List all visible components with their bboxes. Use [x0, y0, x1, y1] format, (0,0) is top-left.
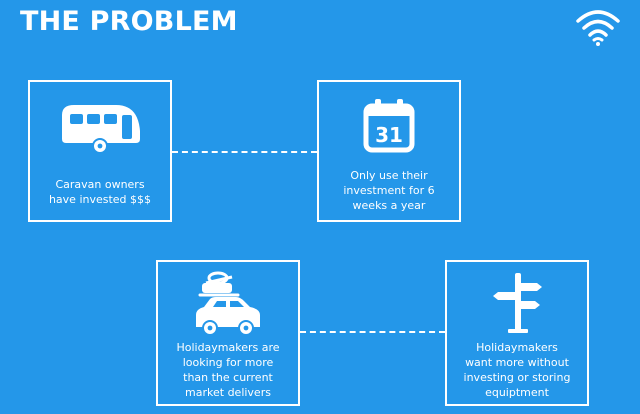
card-text-line: looking for more [182, 356, 274, 369]
card-text: Only use their investment for 6 weeks a … [323, 168, 455, 213]
card-text-line: weeks a year [352, 199, 426, 212]
card-text-line: investment for 6 [343, 184, 435, 197]
slide-title: THE PROBLEM [20, 6, 238, 37]
card-text-line: equiptment [485, 386, 549, 399]
dashed-connector-top [172, 151, 317, 153]
card-text-line: Only use their [350, 169, 428, 182]
wifi-arc-logo-icon [576, 10, 620, 46]
card-text-line: than the current [183, 371, 273, 384]
dashed-connector-bottom [300, 331, 445, 333]
card-text: Caravan owners have invested $$$ [34, 177, 166, 207]
card-text-line: have invested $$$ [48, 193, 152, 206]
problem-card-holidaymakers-demand: Holidaymakers are looking for more than … [156, 260, 300, 406]
card-text-line: Caravan owners [55, 178, 145, 191]
card-text-line: want more without [465, 356, 569, 369]
card-text: Holidaymakers are looking for more than … [162, 340, 294, 400]
card-text-line: investing or storing [463, 371, 571, 384]
calendar-icon: 31 [363, 99, 415, 153]
problem-card-usage: 31 Only use their investment for 6 weeks… [317, 80, 461, 222]
caravan-icon [62, 105, 140, 154]
card-text-line: Holidaymakers are [176, 341, 280, 354]
card-text-line: market delivers [185, 386, 271, 399]
problem-card-holidaymakers-needs: Holidaymakers want more without investin… [445, 260, 589, 406]
signpost-icon [493, 273, 542, 333]
card-text-line: Holidaymakers [476, 341, 558, 354]
problem-card-caravan-owners: Caravan owners have invested $$$ [28, 80, 172, 222]
car-with-luggage-icon [196, 271, 260, 336]
card-text: Holidaymakers want more without investin… [451, 340, 583, 400]
calendar-number: 31 [375, 123, 403, 147]
